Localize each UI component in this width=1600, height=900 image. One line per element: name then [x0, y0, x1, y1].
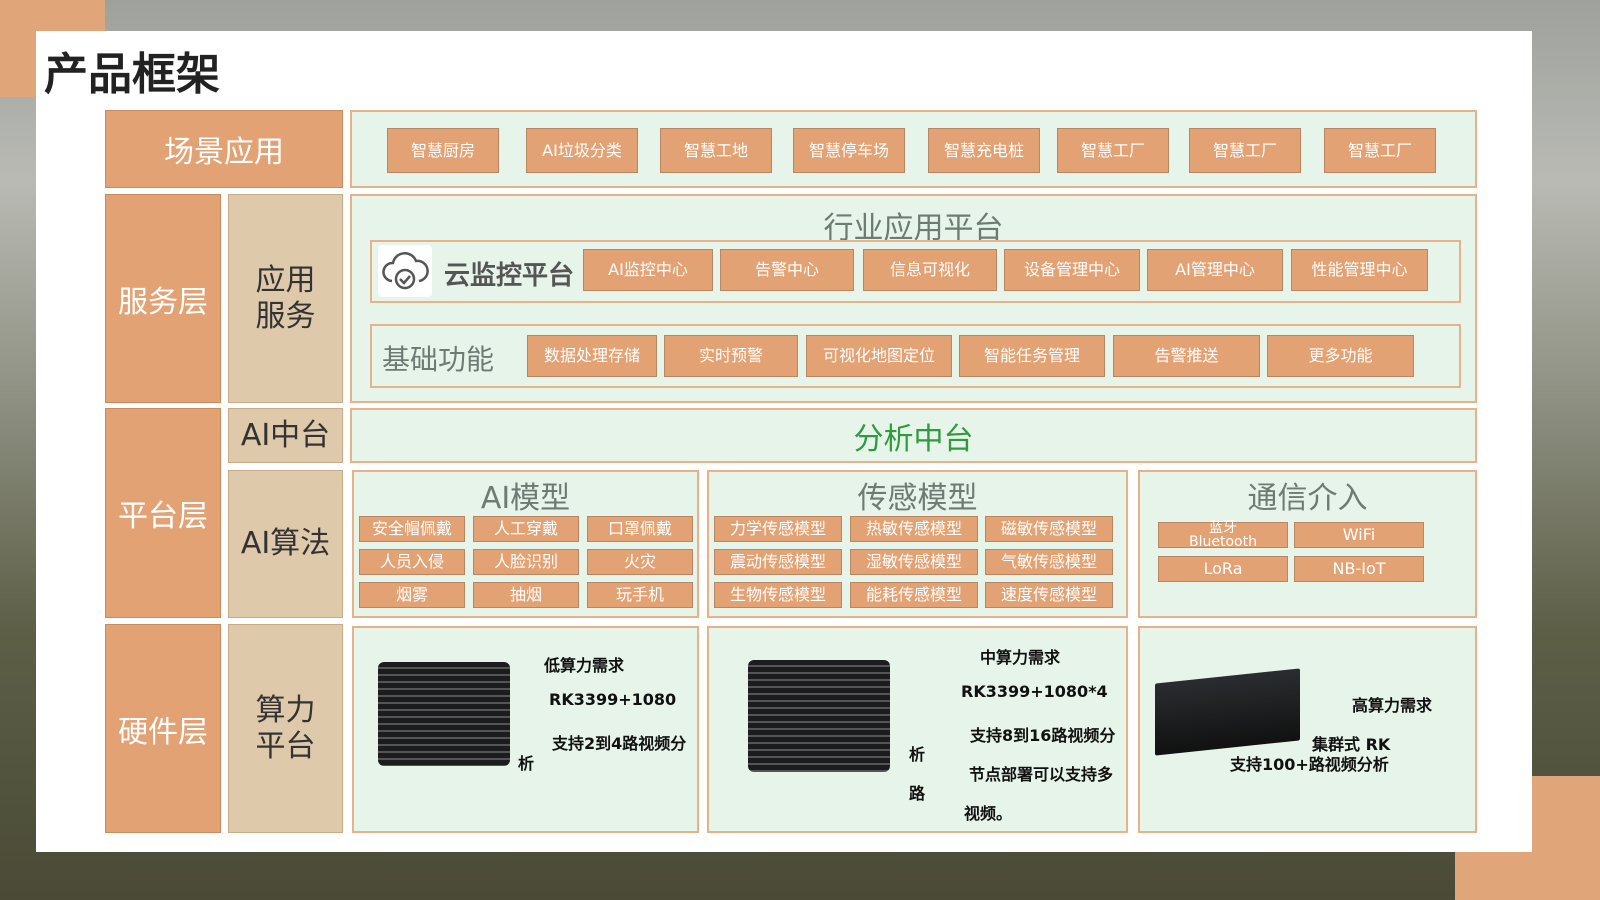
- ai-model-item[interactable]: 火灾: [587, 549, 693, 575]
- basic-function-button[interactable]: 更多功能: [1267, 335, 1414, 377]
- ai-center-label: AI中台: [228, 408, 343, 463]
- sensor-model-title: 传感模型: [857, 481, 978, 516]
- low-desc: 支持2到4路视频分: [552, 734, 687, 753]
- mid-spec: RK3399+1080*4: [961, 682, 1108, 701]
- cloud-function-button[interactable]: AI管理中心: [1147, 249, 1283, 291]
- comm-item[interactable]: NB-IoT: [1294, 556, 1424, 582]
- sensor-model-item[interactable]: 速度传感模型: [985, 582, 1113, 608]
- scene-item[interactable]: 智慧工厂: [1324, 128, 1436, 173]
- sensor-model-item[interactable]: 湿敏传感模型: [850, 549, 978, 575]
- rack-server-image: [1155, 668, 1300, 756]
- ai-model-title: AI模型: [480, 481, 571, 516]
- sensor-model-item[interactable]: 力学传感模型: [714, 516, 842, 542]
- compute-platform-label: 算力 平台: [228, 624, 343, 833]
- comm-item[interactable]: 蓝牙 Bluetooth: [1158, 521, 1288, 549]
- sensor-model-item[interactable]: 热敏传感模型: [850, 516, 978, 542]
- ai-model-item[interactable]: 人脸识别: [473, 549, 579, 575]
- comm-item[interactable]: LoRa: [1158, 556, 1288, 582]
- low-desc-tail: 析: [518, 754, 535, 773]
- high-desc: 支持100+路视频分析: [1230, 755, 1389, 774]
- ai-model-item[interactable]: 抽烟: [473, 582, 579, 608]
- mid-desc: 支持8到16路视频分: [970, 726, 1116, 745]
- mid-title: 中算力需求: [980, 648, 1061, 667]
- edge-box-image: [378, 662, 510, 766]
- high-title: 高算力需求: [1352, 696, 1433, 715]
- basic-function-button[interactable]: 可视化地图定位: [806, 335, 952, 377]
- mid-desc3: 视频。: [964, 804, 1013, 823]
- ai-model-item[interactable]: 玩手机: [587, 582, 693, 608]
- mid-tail1: 析: [909, 745, 926, 764]
- cloud-function-button[interactable]: 性能管理中心: [1291, 249, 1428, 291]
- basic-function-button[interactable]: 数据处理存储: [527, 335, 657, 377]
- scene-item[interactable]: 智慧充电桩: [928, 128, 1040, 173]
- service-layer-label: 服务层: [105, 194, 221, 403]
- sensor-model-item[interactable]: 磁敏传感模型: [985, 516, 1113, 542]
- page-title: 产品框架: [44, 49, 220, 100]
- mid-tail2: 路: [909, 784, 926, 803]
- sensor-model-item[interactable]: 震动传感模型: [714, 549, 842, 575]
- basic-function-button[interactable]: 实时预警: [664, 335, 798, 377]
- cloud-check-icon: [378, 245, 432, 297]
- edge-box-image: [748, 660, 890, 772]
- ai-model-item[interactable]: 口罩佩戴: [587, 516, 693, 542]
- cloud-platform-label: 云监控平台: [444, 261, 575, 291]
- scene-item[interactable]: 智慧工厂: [1057, 128, 1169, 173]
- scene-item[interactable]: 智慧工厂: [1189, 128, 1301, 173]
- ai-model-item[interactable]: 安全帽佩戴: [359, 516, 465, 542]
- cloud-function-button[interactable]: 告警中心: [720, 249, 854, 291]
- low-spec: RK3399+1080: [549, 690, 677, 709]
- scene-label: 场景应用: [105, 110, 343, 188]
- low-title: 低算力需求: [544, 656, 625, 675]
- scene-item[interactable]: 智慧厨房: [387, 128, 499, 173]
- scene-box: [350, 110, 1477, 188]
- scene-item[interactable]: 智慧工地: [660, 128, 772, 173]
- platform-layer-label: 平台层: [105, 408, 221, 618]
- sensor-model-item[interactable]: 气敏传感模型: [985, 549, 1113, 575]
- ai-model-item[interactable]: 烟雾: [359, 582, 465, 608]
- analysis-center: 分析中台: [350, 408, 1477, 463]
- ai-algorithm-label: AI算法: [228, 470, 343, 618]
- ai-model-item[interactable]: 人工穿戴: [473, 516, 579, 542]
- scene-item[interactable]: 智慧停车场: [793, 128, 905, 173]
- sensor-model-item[interactable]: 能耗传感模型: [850, 582, 978, 608]
- sensor-model-item[interactable]: 生物传感模型: [714, 582, 842, 608]
- comm-title: 通信介入: [1247, 481, 1368, 516]
- cloud-function-button[interactable]: 设备管理中心: [1004, 249, 1140, 291]
- mid-desc2: 节点部署可以支持多: [969, 765, 1114, 784]
- ai-model-item[interactable]: 人员入侵: [359, 549, 465, 575]
- basic-function-button[interactable]: 告警推送: [1113, 335, 1260, 377]
- cloud-function-button[interactable]: 信息可视化: [863, 249, 997, 291]
- scene-item[interactable]: AI垃圾分类: [526, 128, 638, 173]
- cloud-function-button[interactable]: AI监控中心: [583, 249, 713, 291]
- basic-function-label: 基础功能: [382, 343, 495, 376]
- basic-function-button[interactable]: 智能任务管理: [959, 335, 1105, 377]
- comm-item[interactable]: WiFi: [1294, 522, 1424, 548]
- high-spec: 集群式 RK: [1312, 735, 1391, 754]
- app-service-label: 应用 服务: [228, 194, 343, 403]
- hardware-layer-label: 硬件层: [105, 624, 221, 833]
